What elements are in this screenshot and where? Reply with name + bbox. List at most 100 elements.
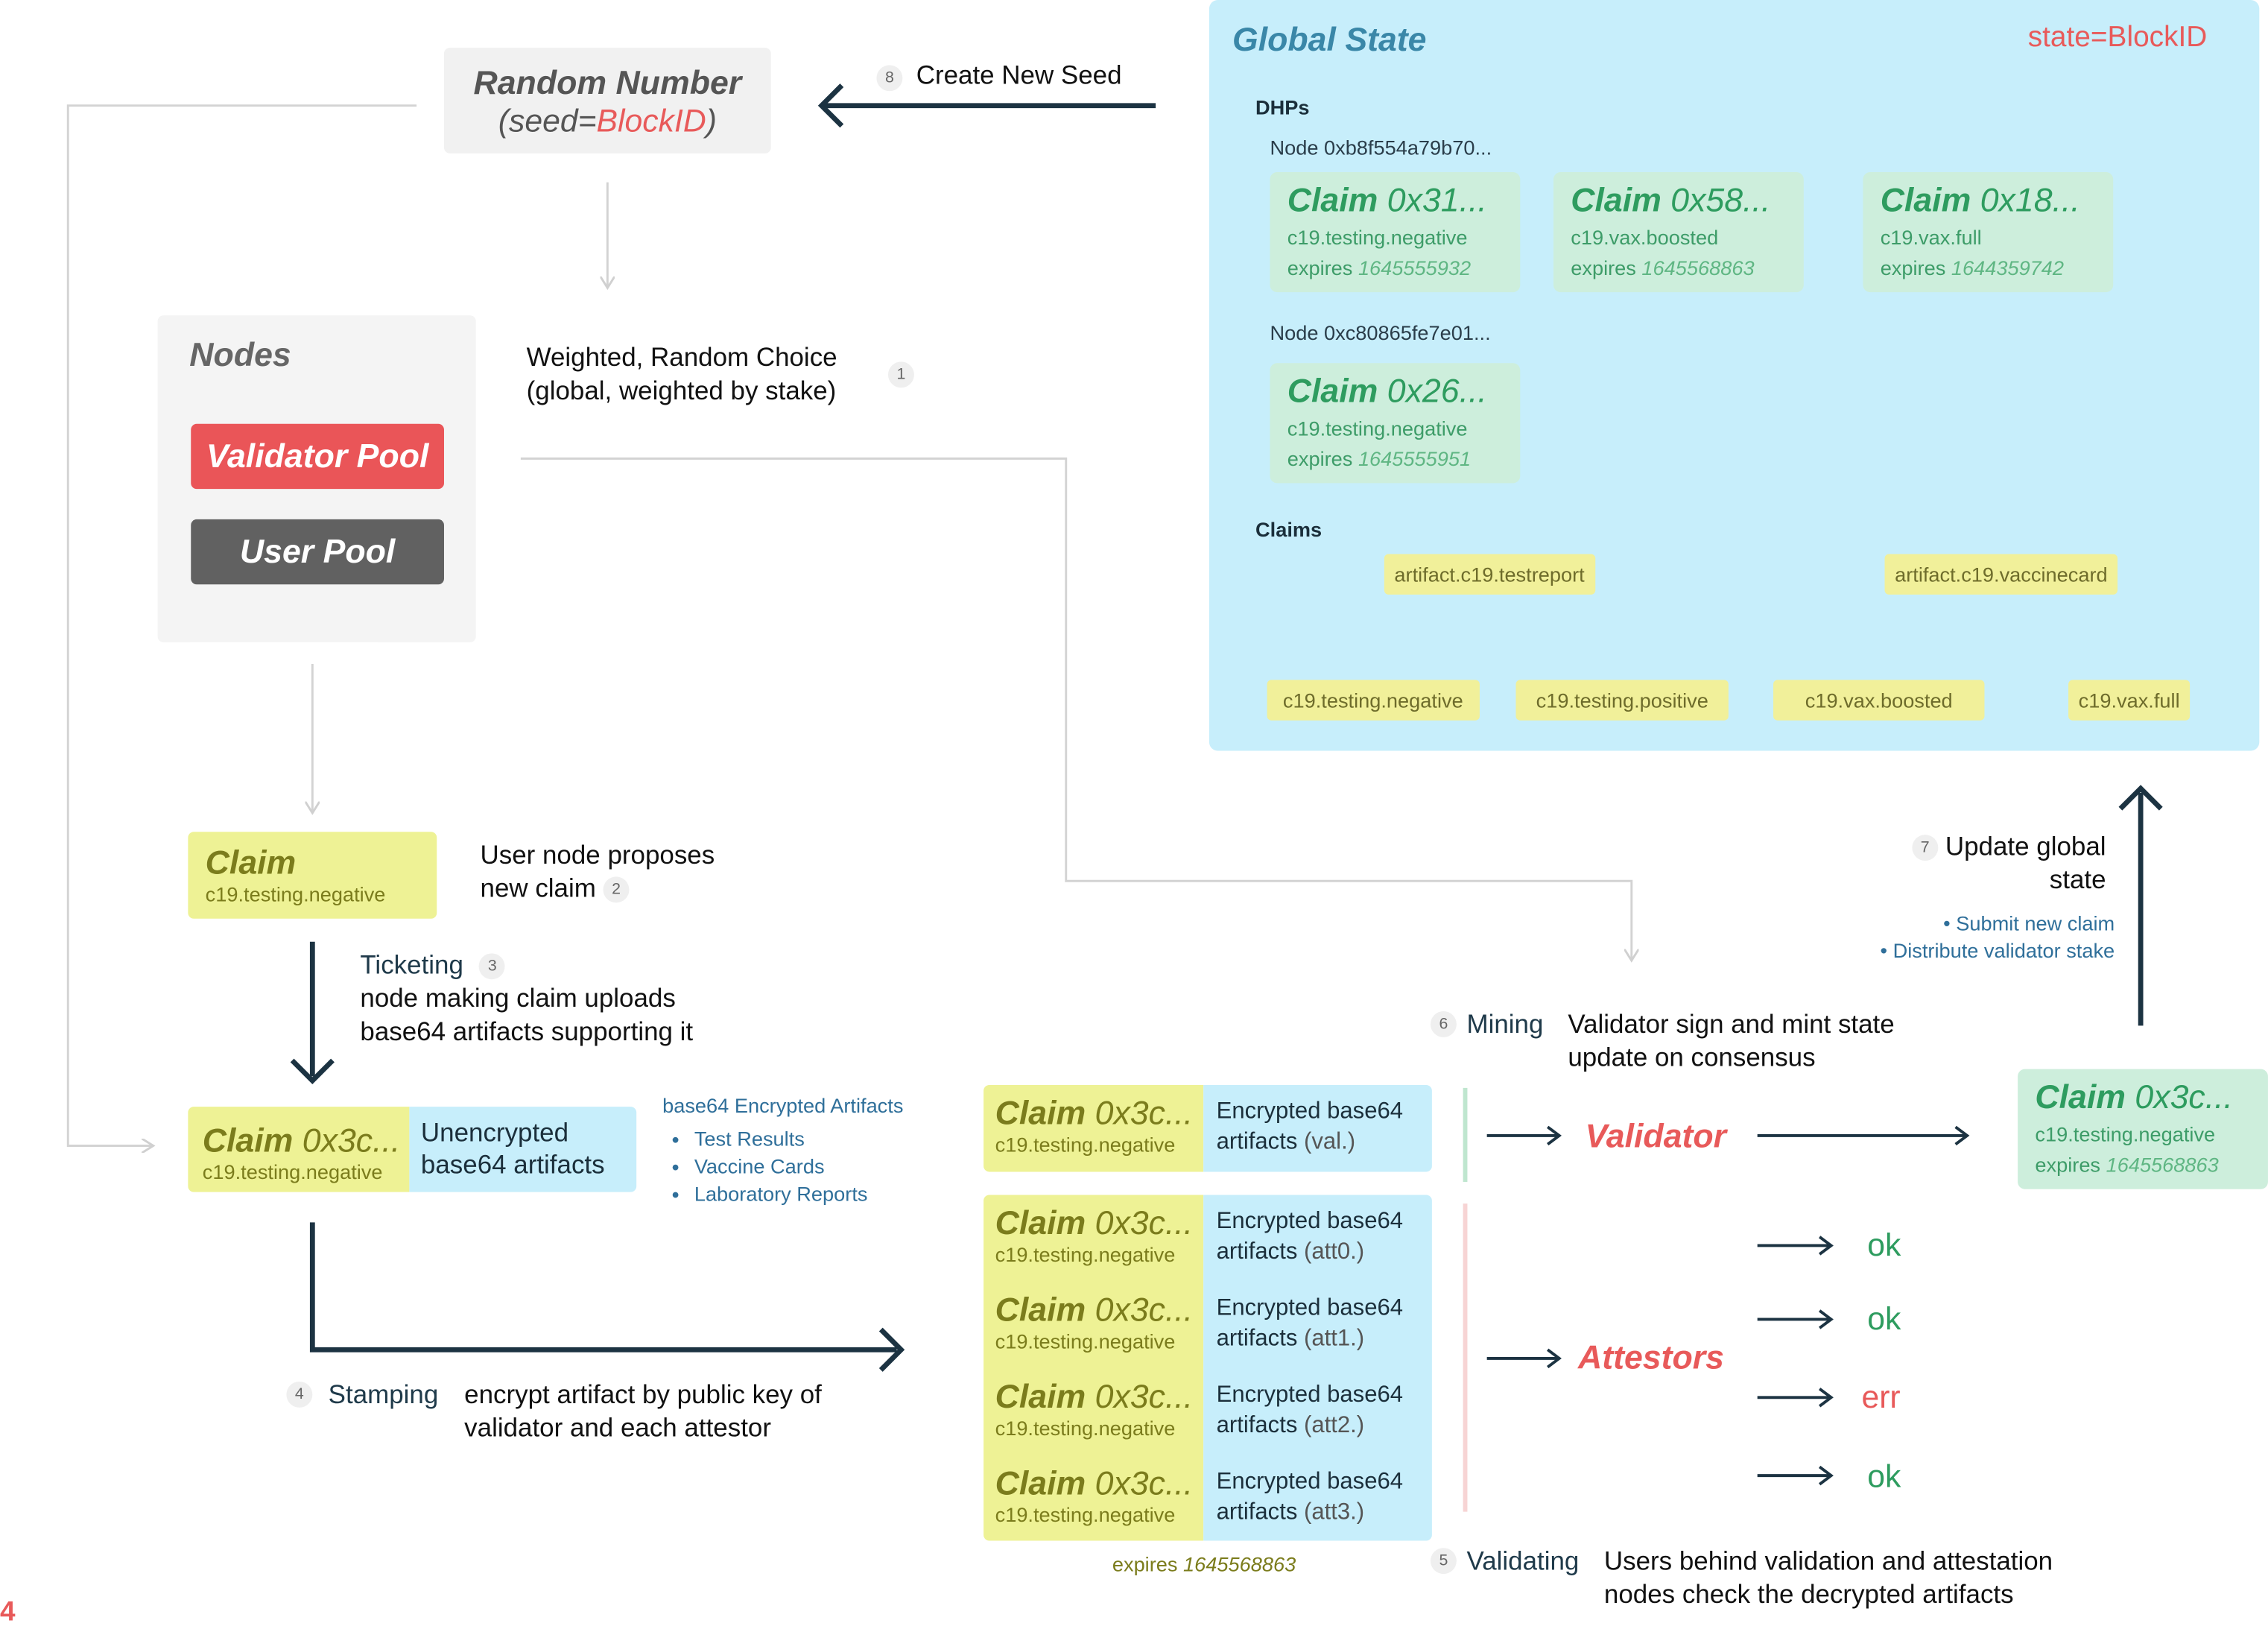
step-6-number: 6	[1430, 1010, 1457, 1037]
encrypted-row-att0[interactable]: Claim 0x3c... c19.testing.negative Encry…	[983, 1195, 1432, 1282]
step-2-line2: new claim	[480, 873, 596, 903]
step-8-label: 8 Create New Seed	[876, 60, 1122, 93]
claim-hash: 0x26...	[1387, 371, 1487, 410]
claim-tag: c19.testing.negative	[1287, 417, 1468, 440]
claim-type-tag: c19.testing.positive	[1515, 680, 1729, 721]
claim-hash: 0x18...	[1980, 180, 2080, 219]
global-claim-card[interactable]: Claim 0x26... c19.testing.negative expir…	[1270, 363, 1521, 484]
validator-pool-button[interactable]: Validator Pool	[191, 423, 444, 490]
dhps-heading: DHPs	[1255, 95, 1310, 119]
final-claim-card[interactable]: Claim 0x3c... c19.testing.negative expir…	[2018, 1069, 2268, 1189]
global-claim-card[interactable]: Claim 0x58... c19.vax.boosted expires 16…	[1553, 172, 1804, 293]
enc-recipient: (val.)	[1304, 1130, 1356, 1155]
claim-tag: c19.testing.negative	[205, 882, 386, 906]
encrypted-row-att2[interactable]: Claim 0x3c... c19.testing.negative Encry…	[983, 1368, 1432, 1455]
list-item: • Distribute validator stake	[1880, 938, 2115, 962]
validator-to-final-arrowhead-icon	[1954, 1125, 1970, 1146]
claim-hash: 0x3c...	[2135, 1078, 2233, 1116]
encrypted-row-validator[interactable]: Claim 0x3c... c19.testing.negative Encry…	[983, 1084, 1432, 1172]
global-claim-card[interactable]: Claim 0x31... c19.testing.negative expir…	[1270, 172, 1521, 293]
encrypted-row-att1[interactable]: Claim 0x3c... c19.testing.negative Encry…	[983, 1282, 1432, 1368]
enc-line1: Encrypted base64	[1216, 1209, 1404, 1234]
claim-tag: c19.testing.negative	[995, 1329, 1176, 1353]
artifacts-note-list: Test Results Vaccine Cards Laboratory Re…	[662, 1125, 903, 1208]
enc-artifacts-word: artifacts	[1216, 1413, 1298, 1438]
expires-label: expires	[1287, 446, 1353, 470]
encrypted-artifacts: Encrypted base64 artifacts (att3.)	[1203, 1455, 1432, 1542]
step-7-number: 7	[1912, 835, 1939, 861]
step-7-text: 7 Update global state	[1889, 830, 2106, 896]
step-7-line2: state	[2049, 864, 2106, 894]
step-3-title: Ticketing	[360, 950, 463, 980]
result-0-arrowhead-icon	[1818, 1236, 1834, 1256]
step-4-line2: validator and each attestor	[464, 1413, 771, 1443]
seed-value: BlockID	[596, 102, 706, 139]
step-number: 8	[876, 64, 903, 91]
claim-word: Claim	[1880, 180, 1971, 219]
seed-label: (seed=BlockID)	[444, 103, 771, 140]
step-7-line1: Update global	[1945, 832, 2106, 861]
global-claim-card[interactable]: Claim 0x18... c19.vax.full expires 16443…	[1863, 172, 2114, 293]
enc-line1: Encrypted base64	[1216, 1099, 1404, 1125]
step-4-line1: encrypt artifact by public key of	[464, 1380, 822, 1409]
encrypted-claim: Claim 0x3c... c19.testing.negative	[983, 1195, 1203, 1282]
user-pool-button[interactable]: User Pool	[191, 519, 444, 585]
claim-hash: 0x3c...	[302, 1121, 401, 1159]
step-6-line2: update on consensus	[1568, 1043, 1816, 1072]
ticket-claim-card[interactable]: Claim 0x3c... c19.testing.negative	[188, 1107, 410, 1192]
step-3-line1: node making claim uploads	[360, 984, 676, 1013]
proposed-claim-card[interactable]: Claim c19.testing.negative	[188, 832, 437, 919]
claim-word: Claim	[1571, 180, 1662, 219]
list-item: Vaccine Cards	[694, 1153, 904, 1180]
claim-hash: 0x3c...	[1095, 1093, 1194, 1132]
claim-type-tag: c19.vax.boosted	[1773, 680, 1985, 721]
expires-value: 1645568863	[1641, 256, 1755, 279]
step-3-number: 3	[479, 953, 506, 980]
step-1-number: 1	[887, 361, 914, 388]
enc-recipient: (att2.)	[1304, 1413, 1365, 1438]
encrypted-artifacts: Encrypted base64 artifacts (att0.)	[1203, 1195, 1432, 1282]
step-5-line1: Users behind validation and attestation	[1603, 1546, 2053, 1576]
encrypted-row-att3[interactable]: Claim 0x3c... c19.testing.negative Encry…	[983, 1455, 1432, 1542]
claim-word: Claim	[2035, 1078, 2126, 1116]
expires-value: 1645555951	[1358, 446, 1472, 470]
attestor-artifacts-bg	[1203, 1195, 1432, 1541]
claim-tag: c19.testing.negative	[1287, 225, 1468, 249]
nodes-title: Nodes	[189, 335, 291, 373]
claim-tag: c19.testing.negative	[202, 1160, 383, 1183]
encrypted-claim: Claim 0x3c... c19.testing.negative	[983, 1282, 1203, 1368]
claim-word: Claim	[995, 1464, 1086, 1502]
random-number-box: Random Number (seed=BlockID)	[443, 48, 771, 154]
enc-artifacts-word: artifacts	[1216, 1500, 1298, 1525]
claim-tag: c19.vax.full	[1880, 225, 1982, 249]
seed-prefix: (seed=	[498, 102, 597, 139]
expires-value: 1644359742	[1951, 256, 2065, 279]
claim-tag: c19.vax.boosted	[1571, 225, 1719, 249]
step-5-number: 5	[1430, 1548, 1457, 1575]
bullet-text: Submit new claim	[1956, 911, 2115, 935]
attestor-result-2: err	[1861, 1379, 1901, 1415]
step-2-number: 2	[603, 876, 630, 903]
attestor-claims-bg	[983, 1195, 1204, 1541]
claim-type-tag: c19.vax.full	[2068, 680, 2191, 721]
claim-hash: 0x3c...	[1095, 1377, 1194, 1415]
choice-to-mining-connector	[520, 457, 1632, 961]
claim-word: Claim	[995, 1203, 1086, 1241]
artifact-tag-testreport: artifact.c19.testreport	[1384, 554, 1595, 595]
step-2-text: User node proposes new claim 2	[481, 839, 715, 905]
nodes-box: Nodes Validator Pool User Pool	[157, 315, 476, 642]
create-seed-text: Create New Seed	[916, 60, 1122, 90]
step-7-bullets: • Submit new claim • Distribute validato…	[1822, 910, 2115, 965]
list-item: Test Results	[694, 1125, 904, 1153]
claim-word: Claim	[202, 1121, 294, 1159]
expires-value: 1645568863	[1183, 1552, 1296, 1576]
create-seed-arrowhead-icon	[817, 83, 844, 128]
step-1-text: Weighted, Random Choice (global, weighte…	[527, 341, 837, 408]
enc-recipient: (att1.)	[1304, 1326, 1365, 1352]
claim-hash: 0x3c...	[1095, 1203, 1194, 1241]
encrypted-claim: Claim 0x3c... c19.testing.negative	[983, 1368, 1203, 1455]
step-5-line2: nodes check the decrypted artifacts	[1603, 1579, 2014, 1609]
attestor-result-1: ok	[1867, 1300, 1901, 1337]
claim-tag: c19.testing.negative	[995, 1416, 1176, 1440]
claim-word: Claim	[1287, 371, 1378, 410]
